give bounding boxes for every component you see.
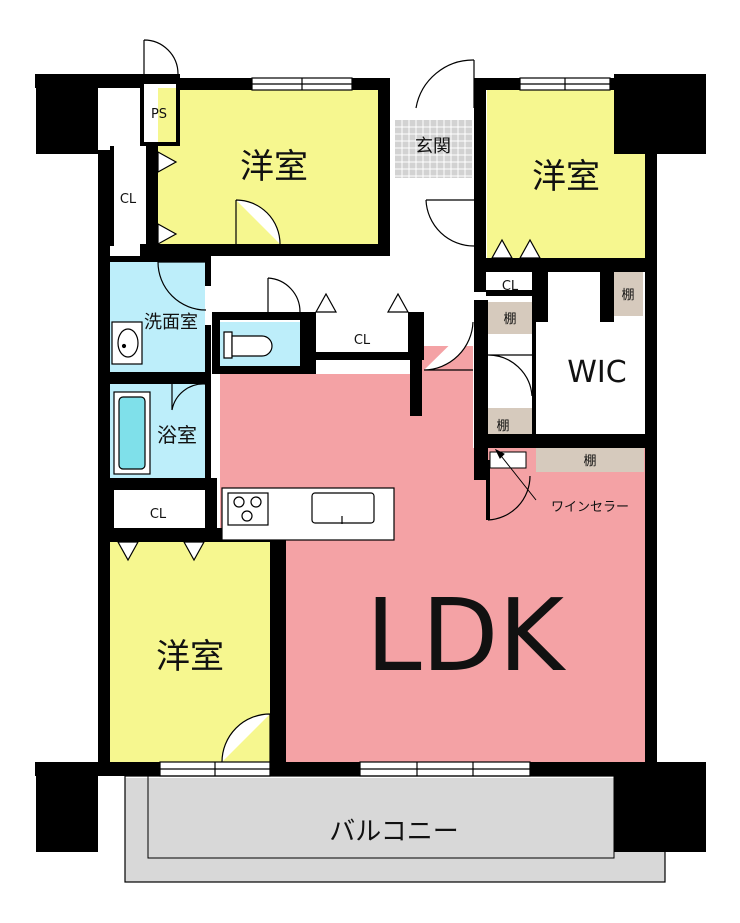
cl-label-toilet: CL xyxy=(354,333,371,348)
room-label-western-south: 洋室 xyxy=(156,637,224,677)
shelf-label-2: 棚 xyxy=(503,312,516,327)
room-label-ldk: LDK xyxy=(366,577,567,694)
wine-cellar-label: ワインセラー xyxy=(551,500,629,515)
labels: 洋室 洋室 洋室 LDK 玄関 洗面室 浴室 WIC バルコニー PS CL C… xyxy=(120,107,635,847)
stove xyxy=(227,492,269,526)
shelf-label-3: 棚 xyxy=(496,419,509,434)
wine-cellar-pointer xyxy=(489,448,537,501)
windows xyxy=(159,77,611,777)
cl-label-south: CL xyxy=(150,507,167,522)
entrance-floor xyxy=(395,120,472,178)
shelf-wic-left-bottom xyxy=(487,408,532,438)
entrance-tile-grid xyxy=(395,120,472,178)
shelf-label-1: 棚 xyxy=(621,288,634,303)
cl-label-east: CL xyxy=(502,279,519,294)
room-label-entrance: 玄関 xyxy=(415,136,451,157)
door-swings xyxy=(143,39,533,763)
shelf-wic-top-right xyxy=(613,272,643,316)
toilet-bowl xyxy=(223,331,233,359)
fixtures xyxy=(111,321,395,541)
room-label-wic: WIC xyxy=(567,355,626,390)
room-label-balcony: バルコニー xyxy=(329,817,458,847)
room-label-washroom: 洗面室 xyxy=(144,312,198,333)
kitchen-sink xyxy=(311,492,375,524)
room-label-western-north: 洋室 xyxy=(240,147,308,187)
closet-door-marks xyxy=(116,150,542,562)
shelf-wic-left-top xyxy=(487,302,532,334)
shelf-label-4: 棚 xyxy=(583,454,596,469)
balcony-area xyxy=(125,778,665,882)
ps-label: PS xyxy=(151,107,167,122)
room-label-bathroom: 浴室 xyxy=(157,423,197,447)
shelf-ldk-top xyxy=(536,448,644,472)
cl-label-north: CL xyxy=(120,192,137,207)
room-label-western-east: 洋室 xyxy=(532,157,600,197)
